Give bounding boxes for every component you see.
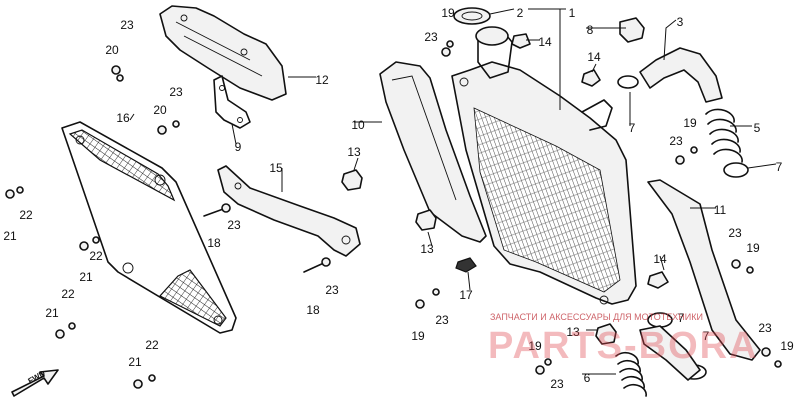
stay-bracket [213, 75, 251, 129]
callout-7: 7 [776, 160, 783, 174]
callout-19: 19 [441, 6, 455, 20]
callout-19: 19 [528, 339, 542, 353]
callout-1: 1 [569, 6, 576, 20]
callout-7: 7 [629, 121, 636, 135]
callout-14: 14 [538, 35, 552, 49]
upper-radiator-hose [639, 47, 723, 103]
right-radiator-shroud [647, 179, 761, 361]
hose-spring [705, 108, 743, 163]
lower-radiator-stay [217, 165, 361, 257]
callout-14: 14 [587, 50, 601, 64]
grommet-13-lower [595, 323, 617, 345]
radiator-shroud [379, 61, 487, 243]
callout-23: 23 [120, 18, 134, 32]
callout-20: 20 [153, 103, 167, 117]
upper-shroud-bracket [159, 5, 287, 101]
watermark-subtitle: ЗАПЧАСТИ И АКСЕССУАРЫ ДЛЯ МОТОТЕХНИКИ [490, 312, 703, 322]
callout-22: 22 [145, 338, 159, 352]
callout-6: 6 [584, 371, 591, 385]
callout-21: 21 [45, 306, 59, 320]
callout-22: 22 [89, 249, 103, 263]
cushion-14-b [581, 69, 601, 87]
callout-5: 5 [754, 121, 761, 135]
callout-23: 23 [435, 313, 449, 327]
callout-21: 21 [79, 270, 93, 284]
grommet-17 [455, 257, 477, 273]
callout-23: 23 [728, 226, 742, 240]
fasteners [5, 40, 782, 389]
callout-22: 22 [19, 208, 33, 222]
callout-14: 14 [653, 252, 667, 266]
callout-18: 18 [306, 303, 320, 317]
callout-23: 23 [169, 85, 183, 99]
callout-13: 13 [566, 325, 580, 339]
callout-17: 17 [459, 288, 473, 302]
grommet-13-middle [415, 209, 437, 231]
callout-23: 23 [424, 30, 438, 44]
callout-23: 23 [227, 218, 241, 232]
watermark-logo: PARTS-BORA [488, 325, 759, 367]
callout-10: 10 [351, 118, 365, 132]
grommet-13-upper [341, 169, 363, 191]
callout-20: 20 [105, 43, 119, 57]
hose-clamp-right [723, 162, 749, 178]
callout-23: 23 [669, 134, 683, 148]
hose-clamp-upper [617, 75, 639, 89]
leader-lines [129, 8, 777, 375]
callout-2: 2 [517, 6, 524, 20]
callout-23: 23 [325, 283, 339, 297]
callout-16: 16 [116, 111, 130, 125]
forward-direction-arrow: FWD [11, 369, 59, 397]
callout-18: 18 [207, 236, 221, 250]
lower-radiator-hose [639, 325, 701, 381]
callout-19: 19 [746, 241, 760, 255]
callout-21: 21 [128, 355, 142, 369]
callout-11: 11 [714, 203, 727, 217]
cushion-14-c [647, 271, 669, 289]
callout-23: 23 [758, 321, 772, 335]
side-cover-mesh-panel [61, 121, 237, 334]
cushion-14-a [511, 33, 531, 49]
callout-23: 23 [550, 377, 564, 391]
callout-9: 9 [235, 140, 242, 154]
callout-3: 3 [677, 15, 684, 29]
callout-19: 19 [411, 329, 425, 343]
callout-22: 22 [61, 287, 75, 301]
radiator-core [451, 26, 637, 305]
callout-19: 19 [780, 339, 794, 353]
drain-plug-cap [619, 17, 645, 43]
callout-21: 21 [3, 229, 17, 243]
callout-7: 7 [703, 329, 710, 343]
callout-12: 12 [315, 73, 329, 87]
callout-15: 15 [269, 161, 283, 175]
watermark: ЗАПЧАСТИ И АКСЕССУАРЫ ДЛЯ МОТОТЕХНИКИ PA… [488, 312, 759, 367]
callout-19: 19 [683, 116, 697, 130]
callout-13: 13 [347, 145, 361, 159]
callout-7: 7 [678, 311, 685, 325]
callout-13: 13 [420, 242, 434, 256]
lower-hose-spring [615, 351, 647, 397]
radiator-cap [453, 7, 491, 25]
callout-8: 8 [587, 23, 594, 37]
